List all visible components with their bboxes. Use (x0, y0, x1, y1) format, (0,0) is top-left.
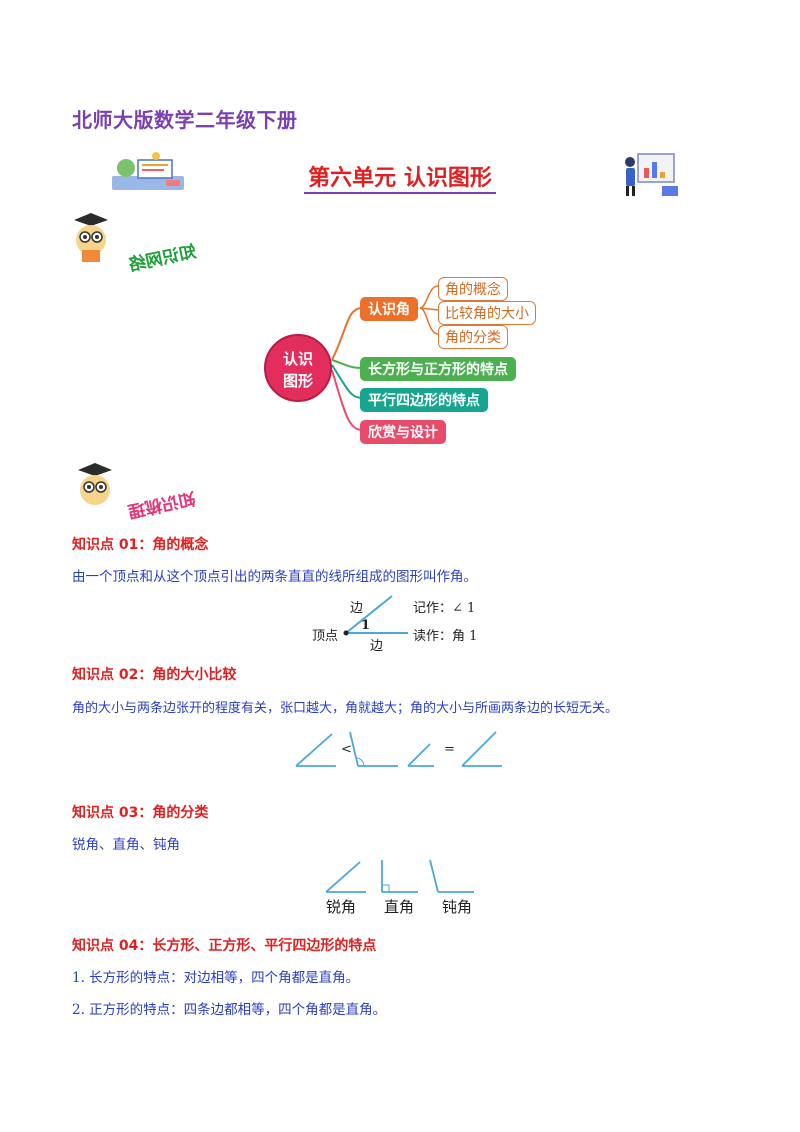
mindmap-sub-angle-classify: 角的分类 (438, 325, 508, 349)
kp2-title: 知识点 02：角的大小比较 (72, 667, 237, 683)
book-title: 北师大版数学二年级下册 (72, 108, 298, 132)
mindmap-center-line2: 图形 (282, 372, 313, 390)
kp1-angle-figure (343, 595, 408, 636)
kp3-label-acute: 锐角 (326, 898, 357, 916)
kp1-title: 知识点 01：角的概念 (72, 537, 209, 553)
kp1-vertex-label: 顶点 (312, 629, 339, 644)
mindmap-branch-rect-square: 长方形与正方形的特点 (360, 357, 516, 381)
review-section-label: 知识梳理 (126, 487, 197, 521)
kp3-classify-figure (325, 859, 474, 893)
mindmap-sub-angle-compare: 比较角的大小 (438, 301, 536, 325)
mindmap-sub-angle-concept: 角的概念 (438, 277, 508, 301)
mindmap-center-node: 认识 图形 (264, 334, 332, 402)
kp4-title: 知识点 04：长方形、正方形、平行四边形的特点 (72, 938, 377, 954)
mindmap-branch-parallelogram: 平行四边形的特点 (360, 388, 488, 412)
mindmap-branch-design: 欣赏与设计 (360, 420, 446, 444)
mindmap-branch-angle: 认识角 (360, 297, 418, 321)
kp1-edge-label-top: 边 (350, 601, 364, 616)
kp4-item-rectangle: 1. 长方形的特点：对边相等，四个角都是直角。 (72, 970, 360, 986)
network-section-label: 知识网络 (127, 242, 198, 276)
kp2-compare-figure (295, 731, 502, 767)
kp1-text: 由一个顶点和从这个顶点引出的两条直直的线所组成的图形叫作角。 (72, 569, 477, 585)
kp1-angle-number: 1 (361, 618, 371, 633)
mindmap-center-line1: 认识 (282, 350, 313, 368)
kp1-edge-label-bottom: 边 (370, 639, 384, 654)
unit-title: 第六单元 认识图形 (0, 160, 800, 194)
scholar-owl-icon (78, 463, 112, 505)
kp4-item-square: 2. 正方形的特点：四条边都相等，四个角都是直角。 (72, 1002, 387, 1018)
presentation-illustration-right-icon (625, 153, 678, 196)
kp2-text: 角的大小与两条边张开的程度有关，张口越大，角就越大；角的大小与所画两条边的长短无… (72, 701, 619, 716)
study-illustration-left-icon (112, 152, 184, 190)
kp2-equal: = (444, 742, 455, 757)
kp3-title: 知识点 03：角的分类 (72, 805, 209, 821)
kp1-notation-read: 读作：角 1 (413, 629, 478, 644)
kp1-notation-write: 记作：∠ 1 (413, 601, 476, 616)
kp3-text: 锐角、直角、钝角 (72, 837, 180, 853)
kp2-less-than: < (341, 742, 352, 757)
kp3-label-right: 直角 (384, 898, 415, 916)
scholar-owl-icon (74, 213, 108, 262)
kp3-label-obtuse: 钝角 (442, 898, 473, 916)
mindmap-connectors (331, 285, 439, 431)
